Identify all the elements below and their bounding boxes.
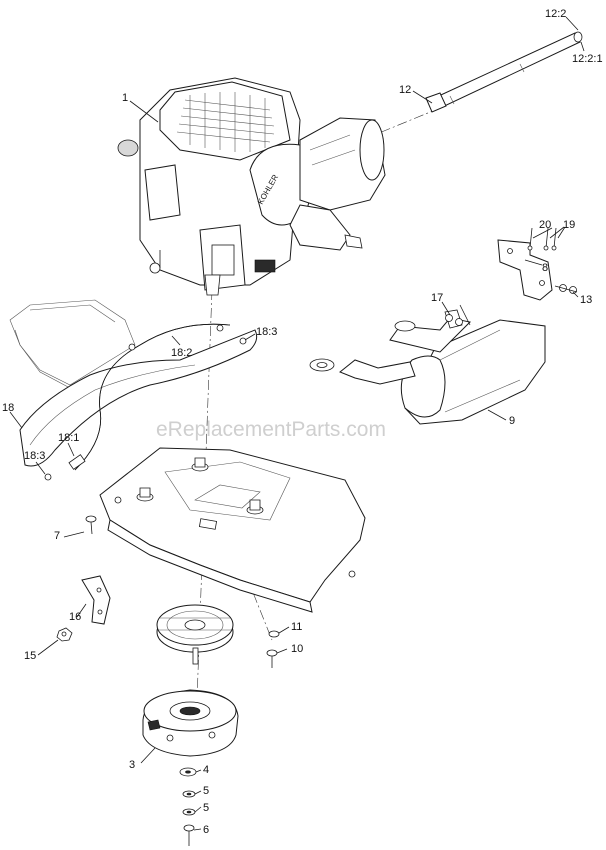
washer-11 <box>268 630 280 638</box>
callout-18-3-bottom: 18:3 <box>24 450 45 462</box>
bolt-6 <box>183 824 195 846</box>
callout-15: 15 <box>24 650 36 662</box>
callout-19: 19 <box>563 219 575 231</box>
callout-6: 6 <box>203 824 209 836</box>
engine-label-plate <box>211 244 235 276</box>
watermark: eReplacementParts.com <box>156 418 386 441</box>
callout-18-3-top: 18:3 <box>256 326 277 338</box>
callouts: 1 12 12:2 12:2:1 20 19 8 13 17 9 18:3 18… <box>2 8 603 836</box>
callout-9: 9 <box>509 415 515 427</box>
callout-20: 20 <box>539 219 551 231</box>
callout-12: 12 <box>399 84 411 96</box>
electric-clutch <box>142 689 239 757</box>
pulley <box>156 604 234 665</box>
shaft-centerline <box>361 107 441 141</box>
washer-4 <box>179 767 197 777</box>
engine-grille <box>176 92 275 152</box>
oil-cap <box>117 139 139 157</box>
callout-8: 8 <box>542 262 548 274</box>
engine-mount-plate <box>99 447 366 613</box>
intake-tube <box>425 31 583 113</box>
callout-1: 1 <box>122 92 128 104</box>
callout-12-2-1: 12:2:1 <box>572 53 603 65</box>
callout-18: 18 <box>2 402 14 414</box>
nut-15 <box>56 627 73 642</box>
callout-7: 7 <box>54 530 60 542</box>
callout-13: 13 <box>580 294 592 306</box>
muffler <box>309 304 546 425</box>
bracket-nuts-13 <box>554 284 578 294</box>
bracket-16 <box>81 575 111 625</box>
callout-5b: 5 <box>203 802 209 814</box>
spacer-5b <box>182 808 196 816</box>
fuel-hose <box>68 323 231 471</box>
hose-clamp-18-3-top <box>239 337 247 345</box>
bracket-bolts-19-20 <box>527 227 557 251</box>
callout-5a: 5 <box>203 785 209 797</box>
spacer-5a <box>182 790 196 798</box>
callout-4: 4 <box>203 764 209 776</box>
callout-3: 3 <box>129 759 135 771</box>
nuts-17 <box>445 314 463 326</box>
callout-11: 11 <box>291 621 302 633</box>
callout-16: 16 <box>69 611 81 623</box>
pin-7 <box>85 515 97 535</box>
engine-assembly: KOHLER <box>117 77 386 296</box>
callout-12-2: 12:2 <box>545 8 566 20</box>
callout-10: 10 <box>291 643 303 655</box>
engine-deck-shroud <box>9 299 258 467</box>
engine-centerline <box>204 289 213 481</box>
callout-18-2: 18:2 <box>171 347 192 359</box>
hose-clamp-18-3-bottom <box>44 473 52 481</box>
tube-cap <box>573 31 583 43</box>
callout-17: 17 <box>431 292 443 304</box>
bolt-10 <box>266 649 278 668</box>
callout-18-1: 18:1 <box>58 432 79 444</box>
leader-lines <box>9 16 585 831</box>
